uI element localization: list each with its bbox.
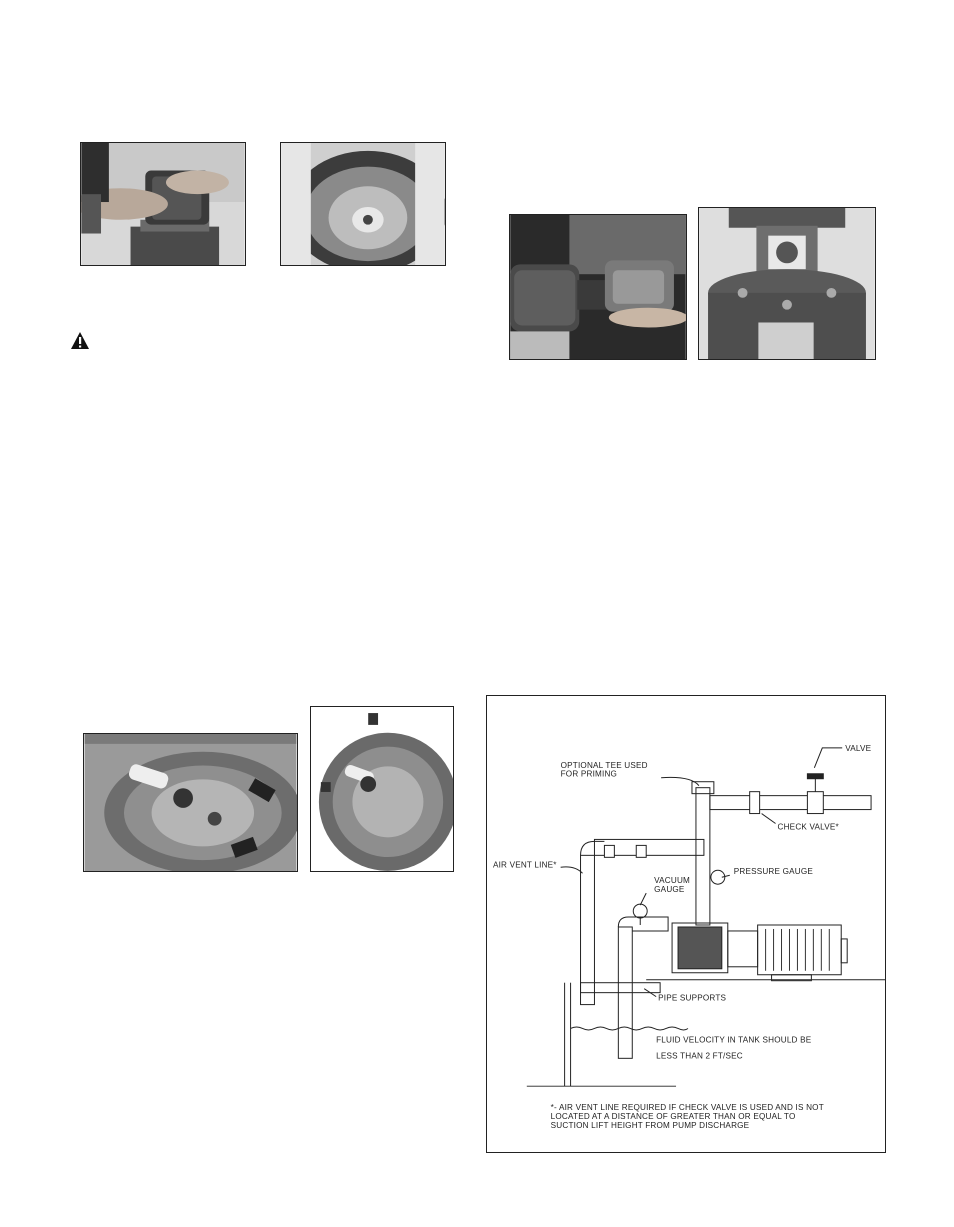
label-pressure-gauge: PRESSURE GAUGE (734, 867, 814, 876)
label-note-line3: SUCTION LIFT HEIGHT FROM PUMP DISCHARGE (551, 1121, 750, 1130)
label-fluid-line2: LESS THAN 2 FT/SEC (656, 1051, 743, 1060)
label-vacuum-line2: GAUGE (654, 885, 685, 894)
illustration-impeller-cutaway (83, 733, 298, 872)
label-valve: VALVE (845, 744, 871, 753)
photo-pump-motor (509, 214, 687, 360)
label-note-line2: LOCATED AT A DISTANCE OF GREATER THAN OR… (551, 1112, 796, 1121)
label-vacuum-line1: VACUUM (654, 876, 690, 885)
label-optional-tee-line1: OPTIONAL TEE USED (561, 761, 648, 770)
label-pipe-supports: PIPE SUPPORTS (658, 994, 726, 1003)
illustration-impeller-parts-image (311, 707, 453, 871)
photo-impeller-image (281, 143, 445, 265)
photo-pump-motor-image (510, 215, 686, 359)
photo-pump-housing-image (699, 208, 875, 359)
photo-hands-installing-housing (80, 142, 246, 266)
pump-installation-diagram: OPTIONAL TEE USED FOR PRIMING VALVE CHEC… (486, 695, 886, 1153)
label-air-vent-line: AIR VENT LINE* (493, 860, 557, 869)
photo-hands-image (81, 143, 245, 265)
pump-installation-drawing: OPTIONAL TEE USED FOR PRIMING VALVE CHEC… (493, 744, 885, 1130)
label-note-line1: *- AIR VENT LINE REQUIRED IF CHECK VALVE… (551, 1103, 824, 1112)
label-check-valve: CHECK VALVE* (778, 822, 840, 831)
photo-impeller-in-housing (280, 142, 446, 266)
warning-triangle-icon (70, 331, 90, 351)
photo-pump-housing-label (698, 207, 876, 360)
label-fluid-line1: FLUID VELOCITY IN TANK SHOULD BE (656, 1035, 812, 1044)
label-optional-tee-line2: FOR PRIMING (561, 770, 617, 779)
illustration-impeller-cutaway-image (84, 734, 297, 871)
illustration-impeller-parts (310, 706, 454, 872)
